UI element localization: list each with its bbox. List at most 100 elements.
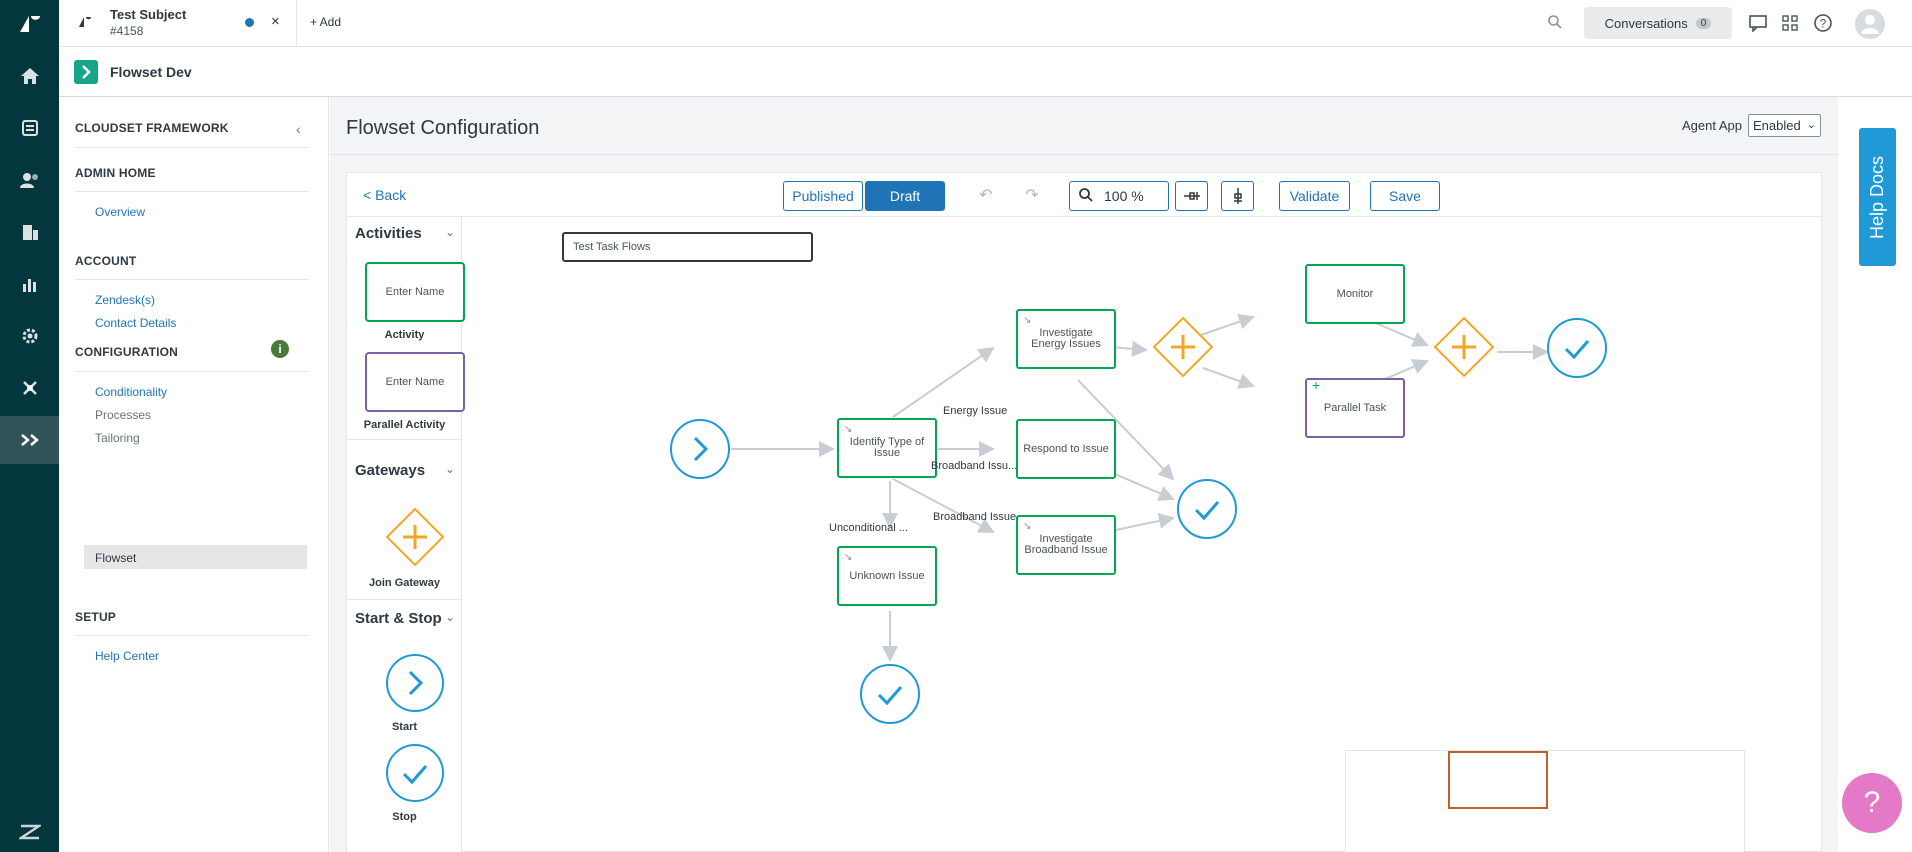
- customers-icon[interactable]: [0, 156, 59, 204]
- flowset-logo-icon: [74, 60, 98, 84]
- sidebar-item-help-center[interactable]: Help Center: [95, 649, 160, 663]
- node-unknown-issue[interactable]: ↘ Unknown Issue: [837, 546, 937, 606]
- back-link[interactable]: < Back: [363, 187, 407, 203]
- minimap-viewport[interactable]: [1448, 751, 1548, 809]
- sidebar-item-conditionality[interactable]: Conditionality: [95, 385, 168, 399]
- add-tab-button[interactable]: + Add: [310, 15, 342, 29]
- node-monitor[interactable]: Monitor: [1305, 264, 1405, 324]
- agent-app-value: Enabled: [1753, 118, 1801, 133]
- flow-name-input[interactable]: Test Task Flows: [562, 232, 813, 262]
- sidebar-item-flowset[interactable]: Flowset: [95, 551, 137, 565]
- palette-parallel-activity[interactable]: Enter Name: [365, 352, 465, 412]
- tab-title: Test Subject: [110, 7, 187, 22]
- flow-canvas[interactable]: Test Task Flows ↘ Identify Type of Issue…: [463, 217, 1822, 852]
- conversations-button[interactable]: Conversations 0: [1584, 7, 1732, 39]
- ticket-favicon-icon: [78, 15, 92, 34]
- close-tab-icon[interactable]: ×: [271, 13, 280, 30]
- reporting-icon[interactable]: [0, 260, 59, 308]
- palette-start[interactable]: [385, 653, 445, 713]
- organizations-icon[interactable]: [0, 208, 59, 256]
- horizontal-layout-icon[interactable]: [1175, 181, 1208, 211]
- activity-arrow-icon: ↘: [1023, 315, 1032, 326]
- validate-button[interactable]: Validate: [1279, 181, 1350, 211]
- node-investigate-energy-issues[interactable]: ↘ Investigate Energy Issues: [1016, 309, 1116, 369]
- sidebar-item-tailoring[interactable]: Tailoring: [95, 431, 140, 445]
- chat-icon[interactable]: [1748, 14, 1768, 37]
- undo-icon[interactable]: ↶: [979, 187, 993, 204]
- node-identify-type-of-issue[interactable]: ↘ Identify Type of Issue: [837, 418, 937, 478]
- palette-stop-caption: Stop: [392, 811, 417, 823]
- info-icon[interactable]: i: [271, 340, 289, 358]
- divider: [75, 147, 309, 148]
- agent-app-label: Agent App: [1682, 118, 1742, 133]
- edge-label-energy-issue: Energy Issue: [943, 405, 1008, 417]
- apps-grid-icon[interactable]: [1782, 15, 1798, 36]
- palette-parallel-caption: Parallel Activity: [363, 419, 446, 431]
- palette-stop[interactable]: [385, 743, 445, 803]
- sidebar-item-zendesks[interactable]: Zendesk(s): [95, 293, 156, 307]
- stop-node-final[interactable]: [1547, 318, 1607, 378]
- chevron-down-icon[interactable]: ⌄: [445, 462, 456, 476]
- node-label: Parallel Task: [1323, 401, 1387, 414]
- apps-tools-icon[interactable]: [0, 364, 59, 412]
- ticket-tab[interactable]: Test Subject #4158 ×: [59, 0, 297, 47]
- help-icon[interactable]: ?: [1813, 13, 1833, 38]
- sidebar-item-overview[interactable]: Overview: [95, 205, 146, 219]
- node-label: Identify Type of Issue: [849, 436, 925, 459]
- sidebar-item-flowset-selected[interactable]: [84, 545, 307, 569]
- help-bubble-icon[interactable]: ?: [1842, 773, 1902, 833]
- collapse-sidebar-icon[interactable]: ‹: [296, 121, 301, 137]
- zoom-control[interactable]: 100 %: [1069, 181, 1169, 211]
- palette-heading-start-stop: Start & Stop: [355, 610, 442, 627]
- node-parallel-task[interactable]: + Parallel Task: [1305, 378, 1405, 438]
- edge-label-broadband-issue-2: Broadband Issue: [933, 511, 1017, 523]
- sidebar-heading-cloudset: CLOUDSET FRAMEWORK: [75, 121, 229, 135]
- stop-node-middle[interactable]: [1177, 479, 1237, 539]
- node-investigate-broadband-issue[interactable]: ↘ Investigate Broadband Issue: [1016, 515, 1116, 575]
- main-content: Flowset Configuration Agent App Enabled …: [330, 97, 1838, 852]
- svg-text:?: ?: [1820, 17, 1827, 31]
- node-respond-to-issue[interactable]: Respond to Issue: [1016, 419, 1116, 479]
- activity-arrow-icon: ↘: [844, 552, 853, 563]
- views-icon[interactable]: [0, 104, 59, 152]
- sidebar-item-processes[interactable]: Processes: [95, 408, 152, 422]
- product-rail: [0, 0, 59, 852]
- flow-editor: < Back Published Draft ↶ ↷ 100 % Validat…: [346, 172, 1823, 852]
- chevron-down-icon[interactable]: ⌄: [445, 610, 456, 624]
- admin-gear-icon[interactable]: [0, 312, 59, 360]
- zoom-level: 100 %: [1104, 188, 1144, 204]
- stop-node-unknown[interactable]: [860, 664, 920, 724]
- home-icon[interactable]: [0, 52, 59, 100]
- join-gateway-2[interactable]: [1433, 316, 1495, 378]
- editor-toolbar: < Back Published Draft ↶ ↷ 100 % Validat…: [347, 173, 1823, 217]
- join-gateway-1[interactable]: [1152, 316, 1214, 378]
- published-button[interactable]: Published: [783, 181, 863, 211]
- node-label: Unknown Issue: [849, 569, 925, 582]
- help-docs-button[interactable]: Help Docs: [1859, 128, 1896, 266]
- zendesk-logo-icon[interactable]: [0, 0, 59, 48]
- canvas-minimap[interactable]: [1345, 750, 1745, 852]
- divider: [75, 279, 309, 280]
- palette-heading-activities: Activities: [355, 225, 422, 242]
- agent-app-select[interactable]: Enabled ⌄: [1748, 114, 1821, 137]
- edge-label-broadband-issue-1: Broadband Issu...: [931, 460, 1018, 472]
- activity-arrow-icon: ↘: [1023, 521, 1032, 532]
- divider: [75, 191, 309, 192]
- search-icon[interactable]: [1547, 14, 1563, 35]
- save-button[interactable]: Save: [1370, 181, 1440, 211]
- sidebar-heading-setup: SETUP: [75, 610, 117, 624]
- redo-icon[interactable]: ↷: [1025, 187, 1039, 204]
- start-node[interactable]: [670, 419, 730, 479]
- zendesk-footer-logo-icon: [0, 808, 59, 852]
- user-avatar-icon[interactable]: [1854, 8, 1886, 45]
- palette-activity[interactable]: Enter Name: [365, 262, 465, 322]
- flowset-app-icon[interactable]: [0, 416, 59, 464]
- sidebar-item-contact-details[interactable]: Contact Details: [95, 316, 177, 330]
- vertical-layout-icon[interactable]: [1221, 181, 1254, 211]
- page-title: Flowset Configuration: [346, 117, 540, 139]
- palette-join-gateway[interactable]: [385, 507, 445, 567]
- conversations-count: 0: [1695, 17, 1712, 29]
- draft-button[interactable]: Draft: [865, 181, 945, 211]
- app-name: Flowset Dev: [110, 64, 192, 80]
- chevron-down-icon[interactable]: ⌄: [445, 225, 456, 239]
